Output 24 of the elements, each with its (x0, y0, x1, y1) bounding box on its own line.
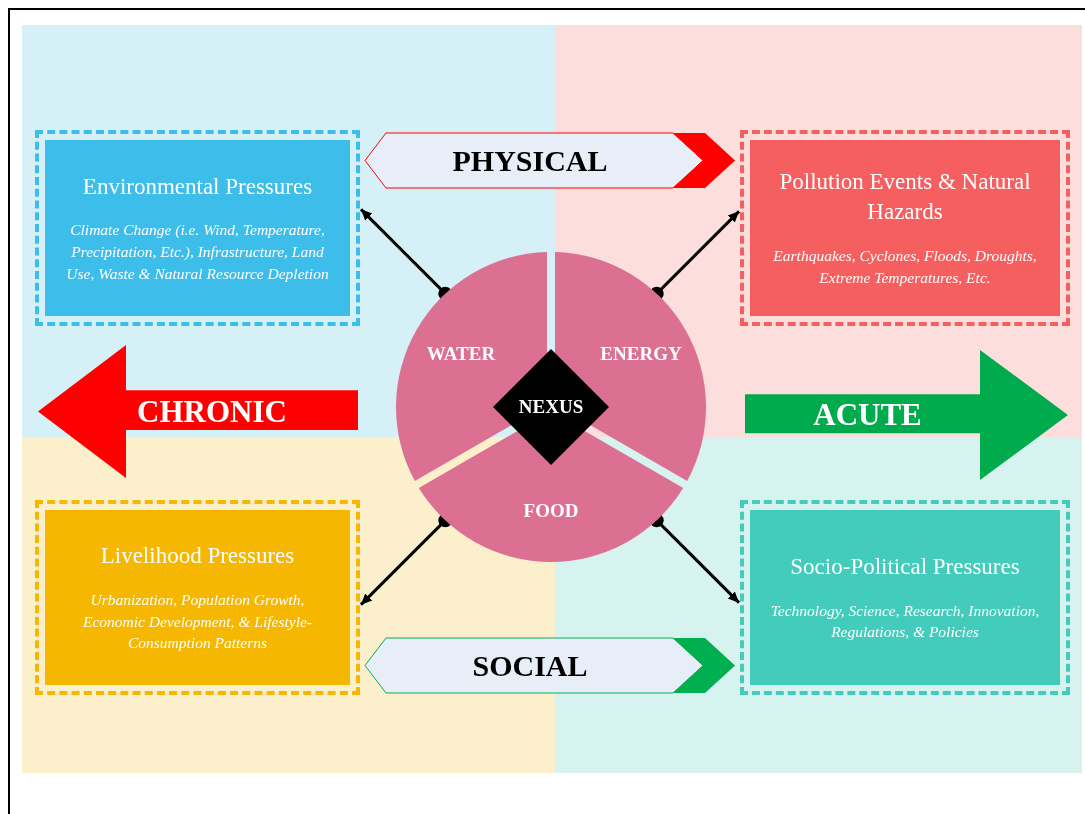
direction-arrow-shape (38, 345, 358, 478)
card-heading: Pollution Events & Natural Hazards (778, 168, 1032, 227)
arrow (359, 513, 453, 606)
card-heading: Environmental Pressures (81, 172, 314, 201)
diamond-label: NEXUS (518, 396, 584, 418)
card-heading: Socio-Political Pressures (789, 552, 1021, 581)
direction-arrow-shape (745, 350, 1068, 480)
card-description: Technology, Science, Research, Innovation, Regulations, & Policies (769, 600, 1041, 643)
banner-arrow (364, 132, 736, 189)
segment-label: FOOD (523, 500, 579, 522)
arrow-label: CHRONIC (137, 393, 287, 430)
arrow (649, 210, 741, 301)
arrow (359, 208, 453, 301)
segment-label: WATER (426, 343, 496, 365)
card-heading: Livelihood Pressures (99, 542, 296, 570)
card-description: Climate Change (i.e. Wind, Temperature, Precipitation, Etc.), Infrastructure, Land Use, Waste & Natural Resource Depletion (65, 220, 330, 284)
banner-arrow (364, 637, 736, 694)
arrow (649, 513, 741, 604)
edge-label: PHYSICAL (452, 143, 608, 178)
segment-label: ENERGY (600, 343, 682, 365)
card-description: Earthquakes, Cyclones, Floods, Droughts, Extreme Temperatures, Etc. (772, 246, 1038, 288)
edge-label: SOCIAL (472, 648, 588, 683)
card-description: Urbanization, Population Growth, Economic Development, & Lifestyle-Consumption Patterns (82, 589, 313, 654)
arrow-label: ACUTE (813, 397, 922, 433)
